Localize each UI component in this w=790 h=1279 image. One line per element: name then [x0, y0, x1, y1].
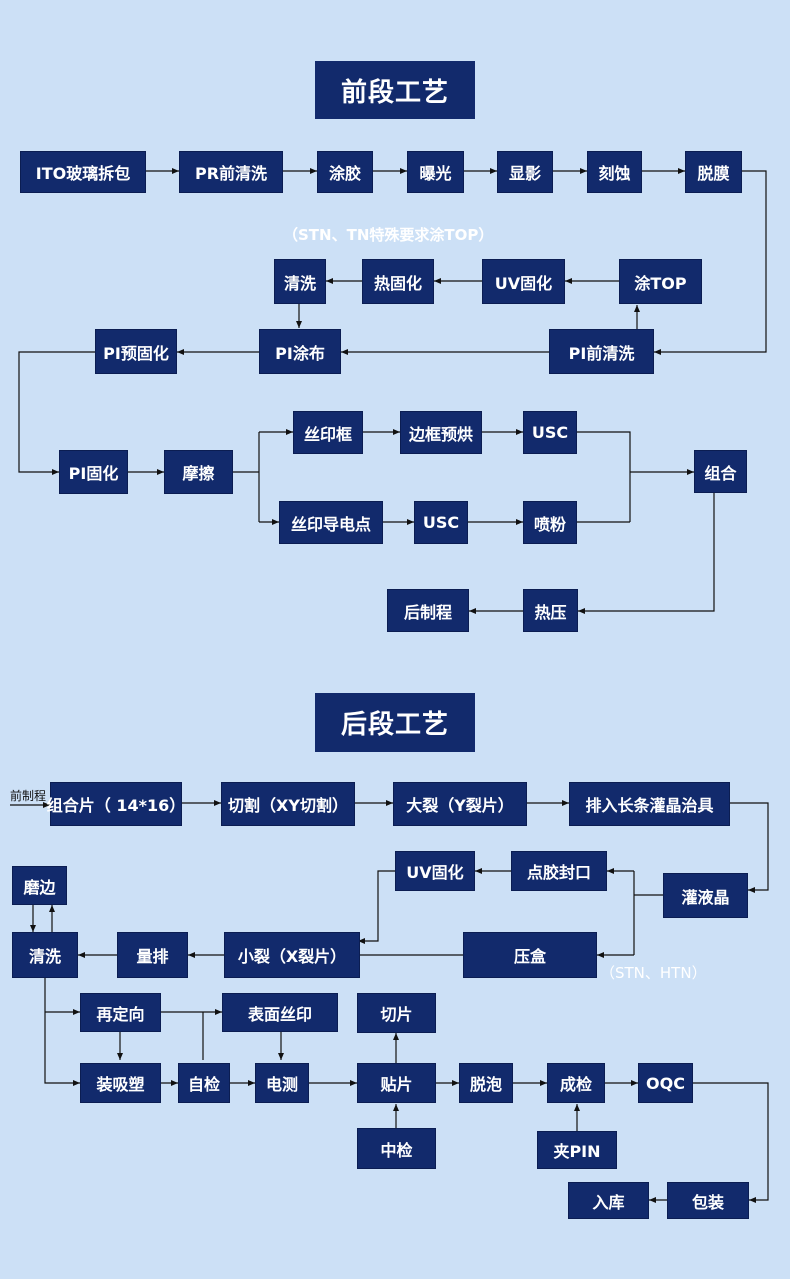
step-electrical-test: 电测 — [255, 1063, 309, 1103]
step-exposure: 曝光 — [407, 151, 464, 193]
step-warehouse: 入库 — [568, 1182, 649, 1219]
step-seal: 点胶封口 — [511, 851, 607, 891]
step-big-crack: 大裂（Y裂片） — [393, 782, 527, 826]
step-clip-pin: 夹PIN — [537, 1131, 617, 1169]
step-reorient: 再定向 — [80, 993, 161, 1032]
connector — [654, 170, 767, 355]
step-uv-cure: UV固化 — [395, 851, 475, 891]
step-oqc: OQC — [638, 1063, 693, 1103]
step-post-process: 后制程 — [387, 589, 469, 632]
step-clean-2: 清洗 — [12, 932, 78, 978]
step-defoam: 脱泡 — [459, 1063, 513, 1103]
step-pi-precure: PI预固化 — [95, 329, 177, 374]
step-develop: 显影 — [497, 151, 553, 193]
connector — [18, 351, 95, 475]
step-assemble: 组合 — [694, 450, 747, 493]
step-fill-lc: 灌液晶 — [663, 873, 748, 918]
connector — [577, 431, 631, 522]
step-uv-cure: UV固化 — [482, 259, 565, 304]
step-screen-frame: 丝印框 — [293, 411, 363, 454]
step-edge-grind: 磨边 — [12, 866, 67, 905]
step-rub: 摩擦 — [164, 450, 233, 494]
step-pr-preclean: PR前清洗 — [179, 151, 283, 193]
back-section-title: 后段工艺 — [315, 693, 475, 752]
step-mid-check: 中检 — [357, 1128, 436, 1169]
step-etch: 刻蚀 — [587, 151, 642, 193]
step-self-check: 自检 — [178, 1063, 230, 1103]
step-press-box: 压盒 — [463, 932, 597, 978]
front-section-title: 前段工艺 — [315, 61, 475, 119]
step-hot-press: 热压 — [523, 589, 578, 632]
step-packing: 包装 — [667, 1182, 749, 1219]
connector — [578, 493, 715, 614]
step-attach: 贴片 — [357, 1063, 436, 1103]
connector — [44, 978, 80, 1086]
connector — [358, 870, 395, 944]
back-input-label: 前制程 — [10, 789, 47, 803]
step-coat-glue: 涂胶 — [317, 151, 373, 193]
step-surface-print: 表面丝印 — [222, 993, 338, 1032]
step-thermal-cure: 热固化 — [362, 259, 434, 304]
step-pi-cure: PI固化 — [59, 450, 128, 494]
step-usc-2: USC — [414, 501, 468, 544]
step-screen-conductive: 丝印导电点 — [279, 501, 383, 544]
connector — [693, 1082, 769, 1203]
step-final-check: 成检 — [547, 1063, 605, 1103]
step-pi-preclean: PI前清洗 — [549, 329, 654, 374]
step-pi-coat: PI涂布 — [259, 329, 341, 374]
step-combine-sheet: 组合片（ 14*16） — [47, 782, 185, 826]
front-note: （STN、TN特殊要求涂TOP） — [283, 226, 494, 244]
connector — [730, 802, 769, 893]
step-ito-unpack: ITO玻璃拆包 — [20, 151, 146, 193]
back-note: （STN、HTN） — [600, 964, 707, 982]
step-usc-1: USC — [523, 411, 577, 454]
step-cut-xy: 切割（XY切割） — [221, 782, 355, 826]
step-strip: 脱膜 — [685, 151, 742, 193]
step-cut-piece: 切片 — [357, 993, 436, 1033]
step-small-crack: 小裂（X裂片） — [224, 932, 360, 978]
step-arrange: 量排 — [117, 932, 188, 978]
step-frame-prebake: 边框预烘 — [400, 411, 482, 454]
step-clean: 清洗 — [274, 259, 326, 304]
step-coat-top: 涂TOP — [619, 259, 702, 304]
step-load-tube: 装吸塑 — [80, 1063, 161, 1103]
step-spray-powder: 喷粉 — [523, 501, 577, 544]
step-fixture: 排入长条灌晶治具 — [569, 782, 730, 826]
